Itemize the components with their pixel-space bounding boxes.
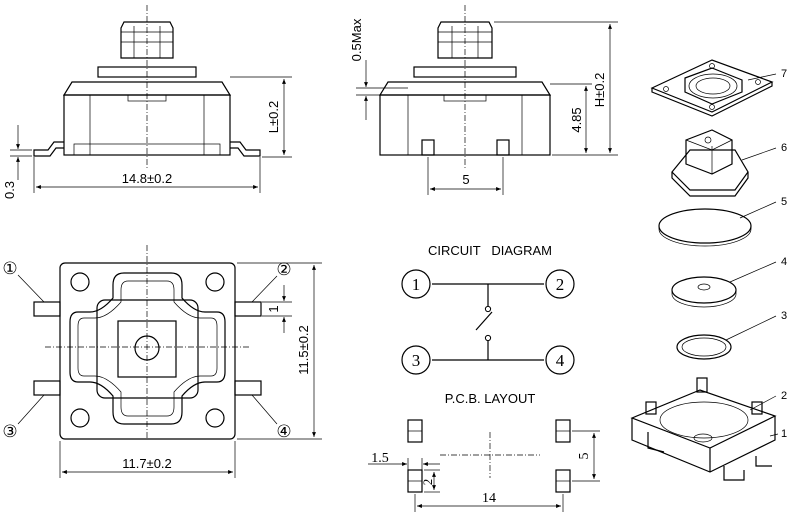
pin-2-callout: ② [276,260,291,279]
pin-1-callout: ① [2,259,17,278]
top-pad-label: 1 [266,305,281,312]
pcb-layout: P.C.B. LAYOUT 1.5 2 5 14 [368,391,600,512]
part-4-dome [671,276,737,308]
side-width-label: 14.8±0.2 [122,171,173,186]
pcb-title: P.C.B. LAYOUT [445,391,536,406]
pcb-dim-bottom: 14 [482,491,496,506]
pin-pitch-label: 5 [462,172,469,187]
exploded-view: 7 6 5 4 3 2 1 [630,59,787,481]
side-dimensions: 5 0.5Max 4.85 H±0.2 [349,18,618,195]
part-7-cover [650,59,774,117]
pin-3-callout: ③ [2,422,17,441]
top-dimensions: 11.7±0.2 11.5±0.2 1 ① ② ③ ④ [2,259,322,478]
part-label-6: 6 [781,142,787,154]
pcb-dim-left: 1.5 [371,451,389,466]
body-height-label: 4.85 [569,107,584,132]
top-width-label: 11.7±0.2 [122,456,172,471]
circuit-node-1: 1 [412,275,421,294]
side-height-label: L±0.2 [266,101,281,133]
front-dimensions: 14.8±0.2 L±0.2 0.3 [2,76,292,199]
protrusion-label: 0.5Max [349,18,364,61]
circuit-title: CIRCUIT DIAGRAM [428,243,552,258]
circuit-node-4: 4 [556,351,565,370]
lead-thickness-label: 0.3 [2,181,17,199]
circuit-node-2: 2 [556,275,565,294]
part-1-base [630,377,777,481]
part-label-7: 7 [781,68,787,80]
part-label-2: 2 [781,390,787,402]
part-label-1: 1 [781,428,787,440]
circuit-node-3: 3 [412,351,421,370]
pcb-dim-pad: 2 [420,479,435,486]
part-5-membrane [658,208,752,247]
part-label-3: 3 [781,310,787,322]
part-6-actuator [671,129,749,197]
total-height-label: H±0.2 [592,73,607,108]
pin-4-callout: ④ [276,422,291,441]
pcb-pads [407,419,571,493]
part-label-4: 4 [781,256,787,268]
circuit-diagram: CIRCUIT DIAGRAM 1 2 3 4 [401,243,575,375]
front-view [33,5,261,170]
pcb-dim-right: 5 [577,453,592,460]
part-label-5: 5 [781,196,787,208]
top-height-label: 11.5±0.2 [296,325,311,375]
side-view [378,5,552,170]
top-view [33,245,262,440]
part-3-ring [676,334,732,360]
